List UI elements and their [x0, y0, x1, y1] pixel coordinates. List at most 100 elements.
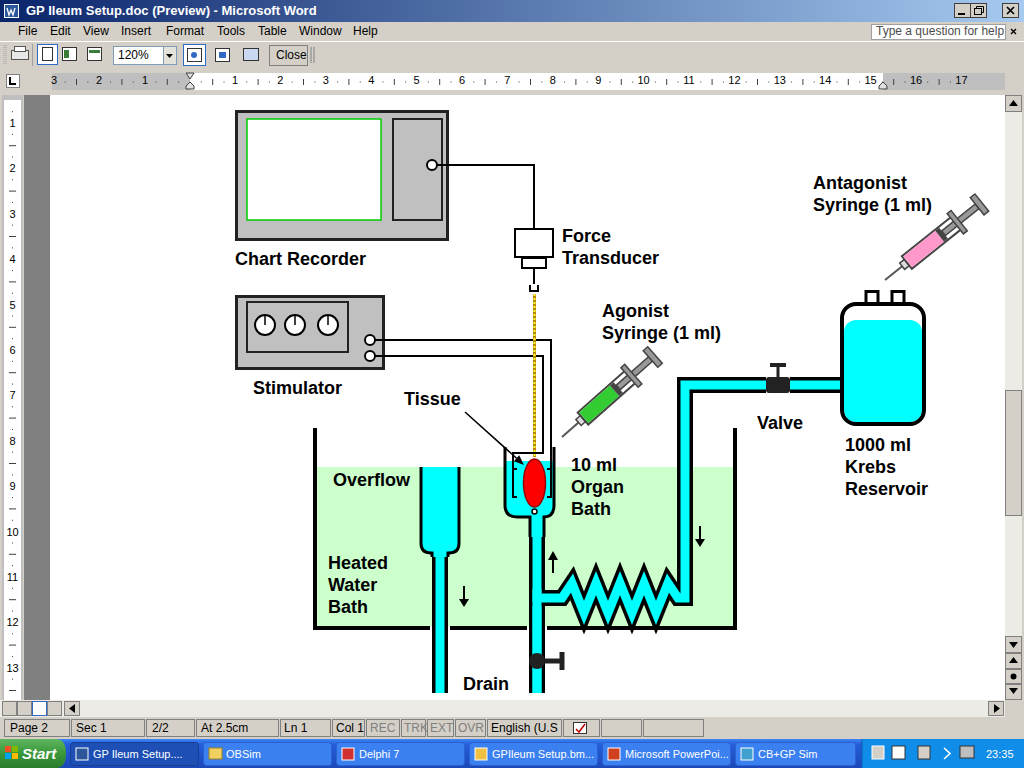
toolbar: [114, 47, 164, 65]
taskbar: [603, 743, 731, 766]
ui-text: Ln 1: [284, 722, 307, 736]
ruler-tick: [12, 384, 13, 385]
ui-text: English (U.S: [491, 722, 558, 736]
krebs-tube: [537, 385, 766, 613]
taskbar: [76, 748, 88, 760]
thread-line: [533, 294, 536, 457]
status-bar: [488, 720, 562, 737]
ruler-tick: [712, 79, 713, 85]
transducer-hook: [530, 285, 538, 291]
ruler-number: 1: [232, 74, 238, 87]
ruler-number: 6: [459, 74, 465, 87]
ui-text: OBSim: [226, 748, 261, 761]
ruler-number: 17: [955, 74, 967, 87]
ruler-tick: [155, 82, 156, 83]
ruler-tick: [9, 418, 16, 419]
ruler-tick: [314, 82, 315, 83]
title-bar: [7, 8, 15, 15]
ruler-tick: [473, 82, 474, 83]
ruler-tick: [394, 79, 395, 85]
title-bar: [955, 4, 971, 18]
title-bar: [958, 13, 965, 15]
taskbar: [0, 739, 66, 768]
ui-text: 2/2: [152, 722, 169, 736]
ruler-number: 3: [51, 74, 57, 87]
vertical-scrollbar: [1011, 674, 1017, 680]
title-bar: [1003, 4, 1019, 18]
ruler-tick: [802, 79, 803, 85]
organ-bath: 10 ml Organ BathTissue: [503, 447, 556, 537]
ruler-tick: [9, 554, 16, 555]
valve-stem: [777, 366, 780, 378]
ruler-number: 2: [277, 74, 283, 87]
ruler-tick: [768, 82, 769, 83]
ruler-tick: [9, 645, 16, 646]
taskbar: [12, 753, 18, 759]
node-label: Chart Recorder: [235, 248, 366, 270]
ui-text: GP Ileum Setup....: [93, 748, 183, 761]
ruler: [0, 69, 1024, 94]
status-bar: [428, 720, 454, 737]
toolbar: [311, 47, 314, 63]
ui-text: Tools: [217, 25, 245, 39]
output-socket: [365, 335, 375, 345]
signal-wire: [449, 165, 534, 228]
ruler-tick: [212, 79, 213, 85]
stimulator-panel: [247, 302, 348, 352]
ruler-tick: [451, 82, 452, 83]
syringe-rod: [616, 357, 652, 390]
toolbar: [184, 45, 206, 66]
menu-bar: [0, 22, 1024, 41]
status-bar: [0, 717, 1024, 739]
ui-text: GP Ileum Setup.doc (Preview) - Microsoft…: [26, 4, 317, 19]
ruler-tick: [859, 82, 860, 83]
thread-line: [534, 294, 536, 457]
ruler-tick: [12, 633, 13, 634]
ruler-tick: [12, 452, 13, 453]
ruler-tick: [12, 134, 13, 135]
knob-pointer: [294, 316, 296, 325]
taskbar: [204, 743, 332, 766]
ui-text: View: [83, 25, 109, 39]
ruler-tick: [496, 82, 497, 83]
status-bar: [456, 720, 486, 737]
ruler-tick: [814, 82, 815, 83]
ui-text: 120%: [118, 49, 149, 63]
horizontal-scrollbar: [3, 702, 17, 716]
ruler-tick: [12, 157, 13, 158]
ruler-tick: [258, 79, 259, 85]
ruler-tick: [12, 111, 13, 112]
ruler-tick: [757, 79, 758, 85]
toolbar: [64, 50, 69, 58]
ruler-tick: [9, 690, 16, 691]
ruler-tick: [12, 565, 13, 566]
ruler-tick: [133, 82, 134, 83]
node-label: Agonist Syringe (1 ml): [602, 300, 732, 344]
syringe-needle: [562, 422, 579, 437]
ruler-tick: [700, 82, 701, 83]
ruler: [883, 73, 1005, 90]
ruler-tick: [167, 79, 168, 85]
ruler-tick: [224, 82, 225, 83]
ruler-tick: [428, 82, 429, 83]
overflow-water: [421, 467, 459, 557]
taskbar: [0, 739, 1024, 768]
syringe-flange: [947, 211, 967, 234]
ruler-tick: [541, 82, 542, 83]
agonist-syringe: Agonist Syringe (1 ml): [560, 300, 730, 440]
syringe-needle: [885, 266, 902, 280]
ui-text: Delphi 7: [359, 748, 399, 761]
ruler-tick: [519, 82, 520, 83]
node-label: Stimulator: [253, 377, 342, 399]
title-bar: [0, 0, 1024, 22]
taskbar: [470, 743, 598, 766]
vertical-scrollbar: [1009, 642, 1018, 648]
horizontal-scrollbar: [33, 702, 47, 716]
recorder-screen: [247, 119, 381, 220]
overflow-wall: [421, 467, 459, 557]
ruler: [7, 75, 20, 88]
ruler-number: 9: [595, 74, 601, 87]
node-label: Antagonist Syringe (1 ml): [813, 172, 943, 216]
ruler-tick: [655, 82, 656, 83]
ruler-tick: [12, 293, 13, 294]
